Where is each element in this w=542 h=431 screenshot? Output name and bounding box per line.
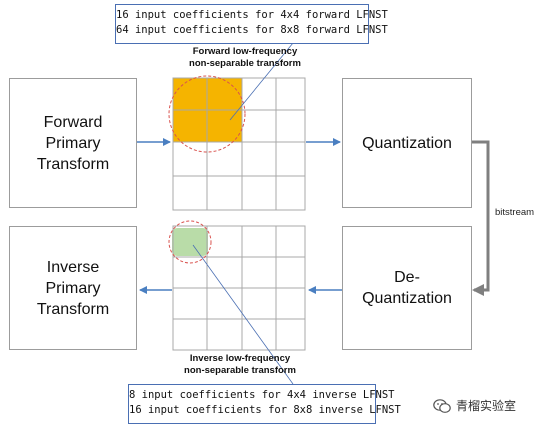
bitstream-label: bitstream [495,207,535,218]
inverse-low-frequency-region [172,228,208,256]
forward-lfnst-caption: Forward low-frequency non-separable tran… [170,46,320,70]
forward-note-line-2: 64 input coefficients for 8x8 forward LF… [116,24,388,36]
inverse-primary-line-2: Primary [45,279,101,297]
bitstream-arrow [472,140,490,296]
inverse-primary-line-1: Inverse [46,258,100,276]
forward-highlight-circle [168,75,246,153]
forward-caption-line-1: Forward low-frequency [192,46,298,57]
inverse-caption-line-2: non-separable transform [184,365,296,376]
quantization-label: Quantization [362,134,452,152]
forward-primary-line-1: Forward [43,113,103,131]
forward-primary-transform-box: Forward Primary Transform [9,78,137,208]
wechat-icon [433,398,451,413]
dequantization-box: De- Quantization [342,226,472,350]
inverse-lfnst-note: 8 input coefficients for 4x4 inverse LFN… [128,384,401,424]
inverse-primary-transform-box: Inverse Primary Transform [9,226,137,350]
forward-caption-line-2: non-separable transform [189,58,301,69]
inverse-caption-line-1: Inverse low-frequency [189,353,291,364]
brand-name: 青榴实验室 [456,399,517,413]
inverse-coefficient-grid [168,220,306,351]
inverse-note-line-1: 8 input coefficients for 4x4 inverse LFN… [129,389,395,401]
forward-lfnst-note: 16 input coefficients for 4x4 forward LF… [115,4,388,44]
inverse-primary-line-3: Transform [36,300,110,318]
quantization-box: Quantization [342,78,472,208]
forward-primary-line-3: Transform [36,155,110,173]
dequantization-line-1: De- [394,269,420,286]
inverse-note-line-2: 16 input coefficients for 8x8 inverse LF… [129,404,401,416]
forward-note-line-1: 16 input coefficients for 4x4 forward LF… [116,9,388,21]
forward-coefficient-grid [168,75,306,211]
inverse-lfnst-caption: Inverse low-frequency non-separable tran… [165,353,315,377]
forward-callout-connector [229,42,294,121]
inverse-callout-connector [192,244,294,385]
brand-watermark: 青榴实验室 [433,397,516,414]
dequantization-line-2: Quantization [362,290,452,307]
forward-primary-line-2: Primary [45,134,101,152]
inverse-highlight-circle [168,220,212,264]
